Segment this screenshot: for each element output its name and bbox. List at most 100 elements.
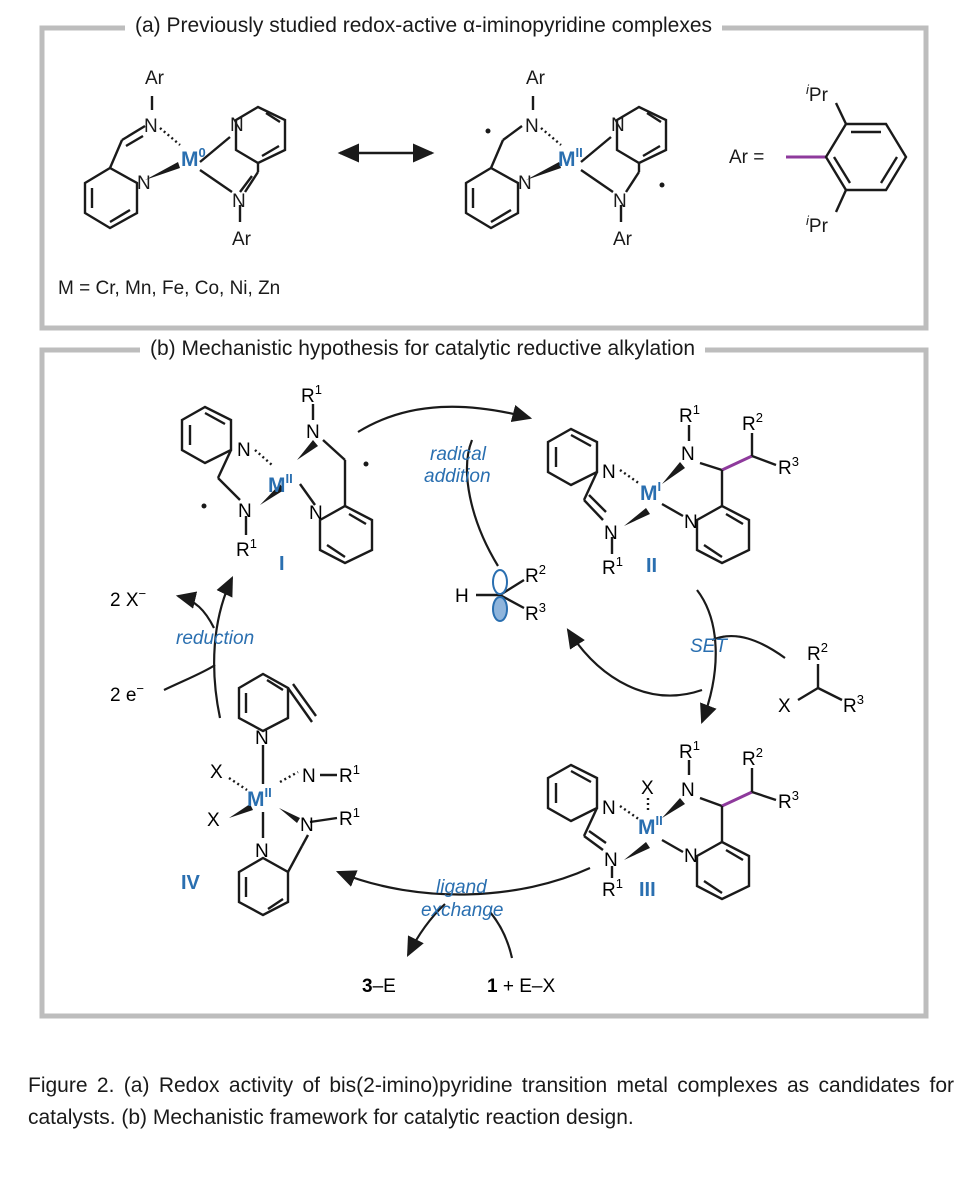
metal-ii: MI [640, 479, 661, 505]
ar-label: Ar [232, 229, 252, 250]
metal-iii: MII [638, 813, 663, 839]
r3-label: R3 [843, 692, 864, 717]
r3-label: R3 [778, 788, 799, 813]
r2-label: R2 [742, 745, 763, 770]
arrow-iii-to-iv [335, 866, 591, 896]
pyridine-ring [234, 105, 287, 165]
n-label: N [602, 798, 616, 819]
n-label: N [137, 173, 151, 194]
r2-label: R2 [807, 640, 828, 665]
n-label: N [255, 728, 269, 749]
arrow-start-in [489, 911, 514, 959]
r2-label: R2 [742, 410, 763, 435]
compound-label-iv: IV [181, 872, 201, 894]
x-label: X [641, 778, 654, 799]
n-label: N [238, 501, 252, 522]
complex-m0 [83, 96, 287, 230]
label-e-minus: 2 e− [110, 681, 144, 706]
arrow-e-in [163, 664, 216, 691]
panel-b-title: (b) Mechanistic hypothesis for catalytic… [140, 337, 706, 361]
r1-label: R1 [602, 554, 623, 579]
n-label: N [309, 503, 323, 524]
x-label: X [778, 696, 791, 717]
arrow-x-out [175, 591, 215, 629]
n-label: N [684, 512, 698, 533]
compound-label-ii: II [646, 555, 657, 577]
metal-list: M = Cr, Mn, Fe, Co, Ni, Zn [58, 278, 280, 299]
alkyl-halide [797, 664, 843, 702]
pyridine-ring [615, 105, 668, 165]
panel-a-title: (a) Previously studied redox-active α-im… [125, 14, 723, 38]
ipr-label: iPr [806, 213, 829, 237]
arrow-iv-to-i [213, 576, 233, 719]
r3-label: R3 [525, 600, 546, 625]
label-ligand-exchange-1: ligand [436, 877, 488, 898]
complex-mii [464, 96, 668, 230]
metal-mii: MII [558, 145, 583, 171]
label-ligand-exchange-2: exchange [421, 900, 503, 921]
arrow-product-out [407, 903, 446, 957]
n-label: N [613, 191, 627, 212]
compound-label-i: I [279, 553, 285, 575]
metal-m0: M0 [181, 145, 206, 171]
complex-ii [546, 425, 777, 565]
n-label: N [232, 191, 246, 212]
n-label: N [300, 815, 314, 836]
r1-label: R1 [339, 762, 360, 787]
n-label: N [518, 173, 532, 194]
metal-iv: MII [247, 785, 272, 811]
ar-label: Ar [145, 68, 165, 89]
ar-definition: Ar = [729, 147, 764, 168]
cycle-arrows [163, 404, 786, 959]
complex-iii [546, 760, 777, 901]
r1-label: R1 [602, 876, 623, 901]
n-label: N [525, 116, 539, 137]
r1-label: R1 [236, 536, 257, 561]
label-product: 3–E [362, 976, 396, 997]
n-label: N [684, 846, 698, 867]
ipr-label: iPr [806, 82, 829, 106]
n-label: N [681, 444, 695, 465]
label-set: SET [690, 636, 728, 657]
complex-iv [228, 672, 338, 917]
n-label: N [230, 115, 244, 136]
label-radical-addition-2: addition [424, 466, 491, 487]
n-label: N [237, 440, 251, 461]
figure-caption: Figure 2. (a) Redox activity of bis(2-im… [28, 1074, 954, 1129]
n-label: N [306, 422, 320, 443]
r1-label: R1 [679, 402, 700, 427]
scheme: Ar N N N N Ar M0 Ar N N N N Ar MII Ar = … [58, 68, 908, 997]
r1-label: R1 [679, 738, 700, 763]
p-orbital-icon [492, 569, 508, 595]
compound-label-iii: III [639, 879, 656, 901]
label-x-minus: 2 X− [110, 586, 146, 611]
n-label: N [611, 115, 625, 136]
metal-i: MII [268, 471, 293, 497]
r1-label: R1 [301, 382, 322, 407]
n-label: N [602, 462, 616, 483]
x-label: X [207, 810, 220, 831]
complex-i [180, 404, 374, 565]
arrow-set-out [566, 628, 703, 697]
r1-label: R1 [339, 805, 360, 830]
arrow-halide-in [711, 634, 786, 659]
x-label: X [210, 762, 223, 783]
label-start: 1 + E–X [487, 976, 555, 997]
label-radical-addition-1: radical [430, 444, 487, 465]
arrow-i-to-ii [357, 404, 533, 433]
arrow-ii-to-iii [696, 589, 717, 725]
ar-label: Ar [526, 68, 546, 89]
aryl-group [786, 102, 908, 213]
n-label: N [604, 523, 618, 544]
alkyl-radical [476, 569, 525, 622]
arrow-radical-in [465, 439, 499, 567]
n-label: N [255, 841, 269, 862]
n-label: N [604, 850, 618, 871]
ar-label: Ar [613, 229, 633, 250]
n-label: N [302, 766, 316, 787]
n-label: N [144, 116, 158, 137]
h-label: H [455, 586, 469, 607]
label-reduction: reduction [176, 628, 254, 649]
n-label: N [681, 780, 695, 801]
r2-label: R2 [525, 562, 546, 587]
